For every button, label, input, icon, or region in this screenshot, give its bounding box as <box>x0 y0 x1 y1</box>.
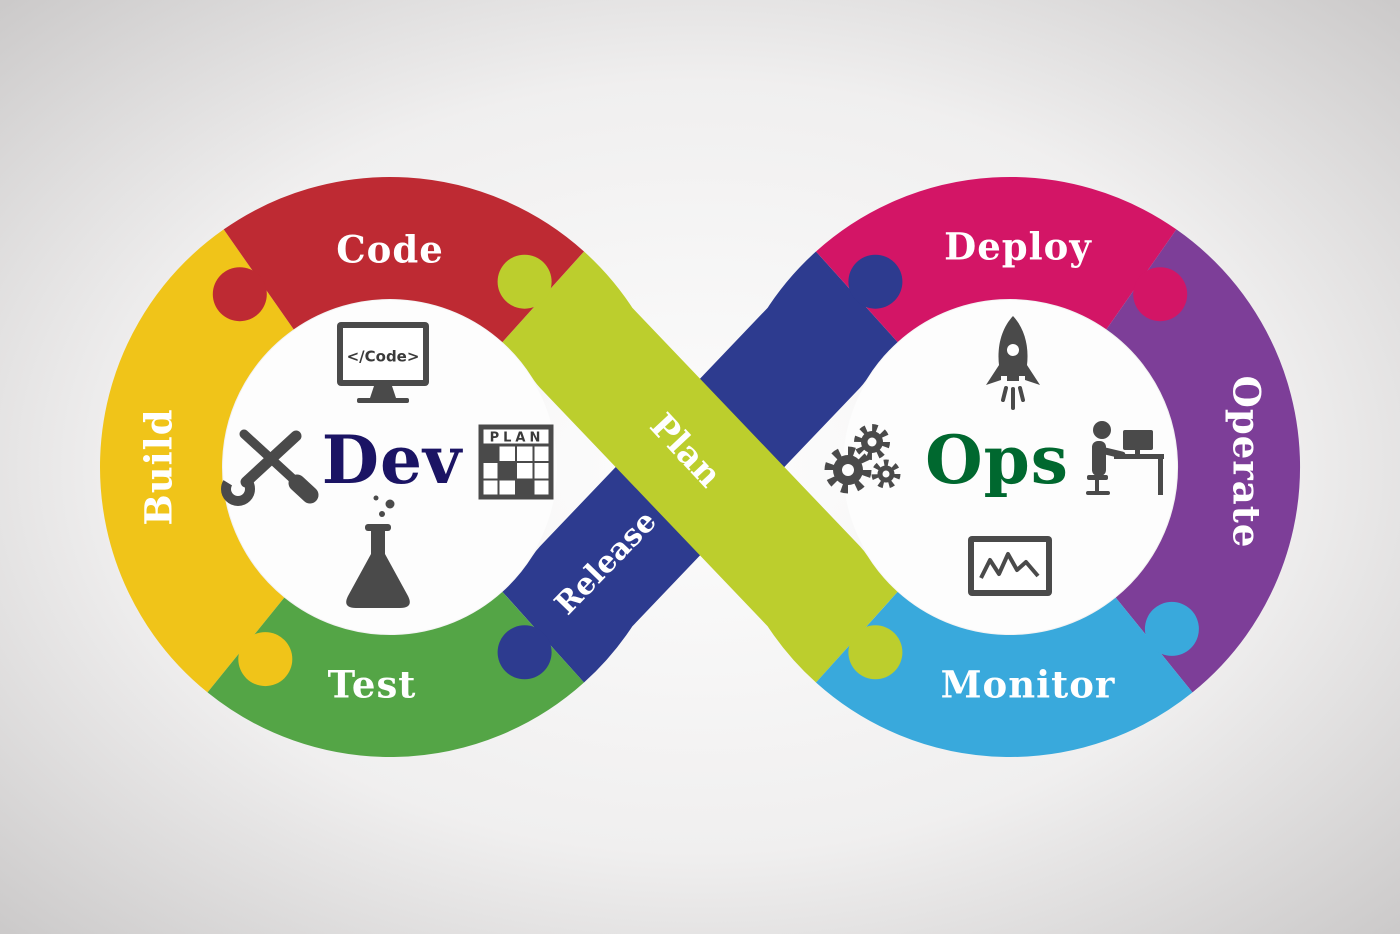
monitor-chart-icon <box>968 536 1052 596</box>
flask-bubble <box>379 511 385 517</box>
rocket-fin-left <box>986 362 1001 385</box>
gear-large <box>824 446 872 494</box>
ops-inner-disc <box>843 300 1177 634</box>
puzzle-knob-plan-code <box>497 254 552 309</box>
desk-leg <box>1158 459 1163 495</box>
gear-teeth <box>824 446 872 494</box>
gears-icon <box>824 424 901 494</box>
chair-seat <box>1087 475 1108 480</box>
puzzle-knob-release-test <box>497 625 552 680</box>
plan-step-cell <box>516 479 534 497</box>
gear-hole <box>882 470 890 478</box>
label-deploy: Deploy <box>944 225 1092 269</box>
desk-monitor <box>1123 430 1153 450</box>
desk-top <box>1114 454 1164 459</box>
puzzle-knob-deploy-operate <box>1133 267 1188 322</box>
wrench-head <box>221 472 255 506</box>
gear-hole <box>842 464 854 476</box>
gear-teeth <box>854 424 890 460</box>
segment-build <box>100 229 295 693</box>
code-monitor-icon: </Code> <box>337 322 429 403</box>
rocket-window <box>1007 344 1019 356</box>
plan-board-header: PLAN <box>490 431 545 446</box>
puzzle-knob-monitor-operate <box>1144 601 1199 656</box>
code-screen-text: </Code> <box>347 348 420 366</box>
dev-inner-disc <box>223 300 557 634</box>
plan-board-icon: PLAN <box>478 424 554 500</box>
flask-lip <box>365 524 391 531</box>
person-head <box>1093 421 1111 439</box>
chair-post <box>1095 480 1099 492</box>
plan-step-cell <box>498 462 516 480</box>
flask-body <box>346 531 410 608</box>
label-operate: Operate <box>1225 376 1269 549</box>
label-test: Test <box>328 663 417 707</box>
puzzle-knob-release-deploy <box>848 254 903 309</box>
monitor-base <box>357 398 409 403</box>
puzzle-knob-code-build <box>212 267 267 322</box>
rocket-flame <box>1001 386 1008 402</box>
chair-base <box>1086 491 1110 495</box>
person-body <box>1092 441 1106 476</box>
flask-icon <box>346 495 410 608</box>
chart-line <box>979 552 1040 579</box>
label-code: Code <box>336 228 444 272</box>
gear-medium <box>854 424 890 460</box>
screwdriver-shaft <box>239 429 297 483</box>
label-monitor: Monitor <box>941 663 1116 707</box>
band-plan <box>501 251 899 683</box>
gear-teeth <box>871 459 901 489</box>
desk-monitor-stand <box>1135 449 1140 454</box>
flask-bubble <box>385 499 395 509</box>
tools-icon <box>221 429 319 506</box>
segment-operate <box>1105 229 1301 693</box>
label-build: Build <box>137 408 181 525</box>
screwdriver-handle <box>288 474 319 504</box>
plan-step-cell <box>481 445 499 462</box>
dev-label: Dev <box>322 421 463 499</box>
gear-small <box>871 459 901 489</box>
monitor-neck <box>370 386 396 398</box>
rocket-fin-right <box>1025 362 1040 385</box>
ops-label: Ops <box>925 421 1069 499</box>
puzzle-knob-build-test <box>238 632 293 687</box>
puzzle-knob-plan-monitor <box>848 625 903 680</box>
monitor-screen <box>343 328 423 380</box>
rocket-icon <box>986 316 1040 410</box>
flask-bubble <box>373 495 379 501</box>
gear-hole <box>867 437 877 447</box>
rocket-flame <box>1018 386 1025 402</box>
workstation-icon <box>1086 421 1164 495</box>
rocket-nozzle <box>1007 376 1019 381</box>
